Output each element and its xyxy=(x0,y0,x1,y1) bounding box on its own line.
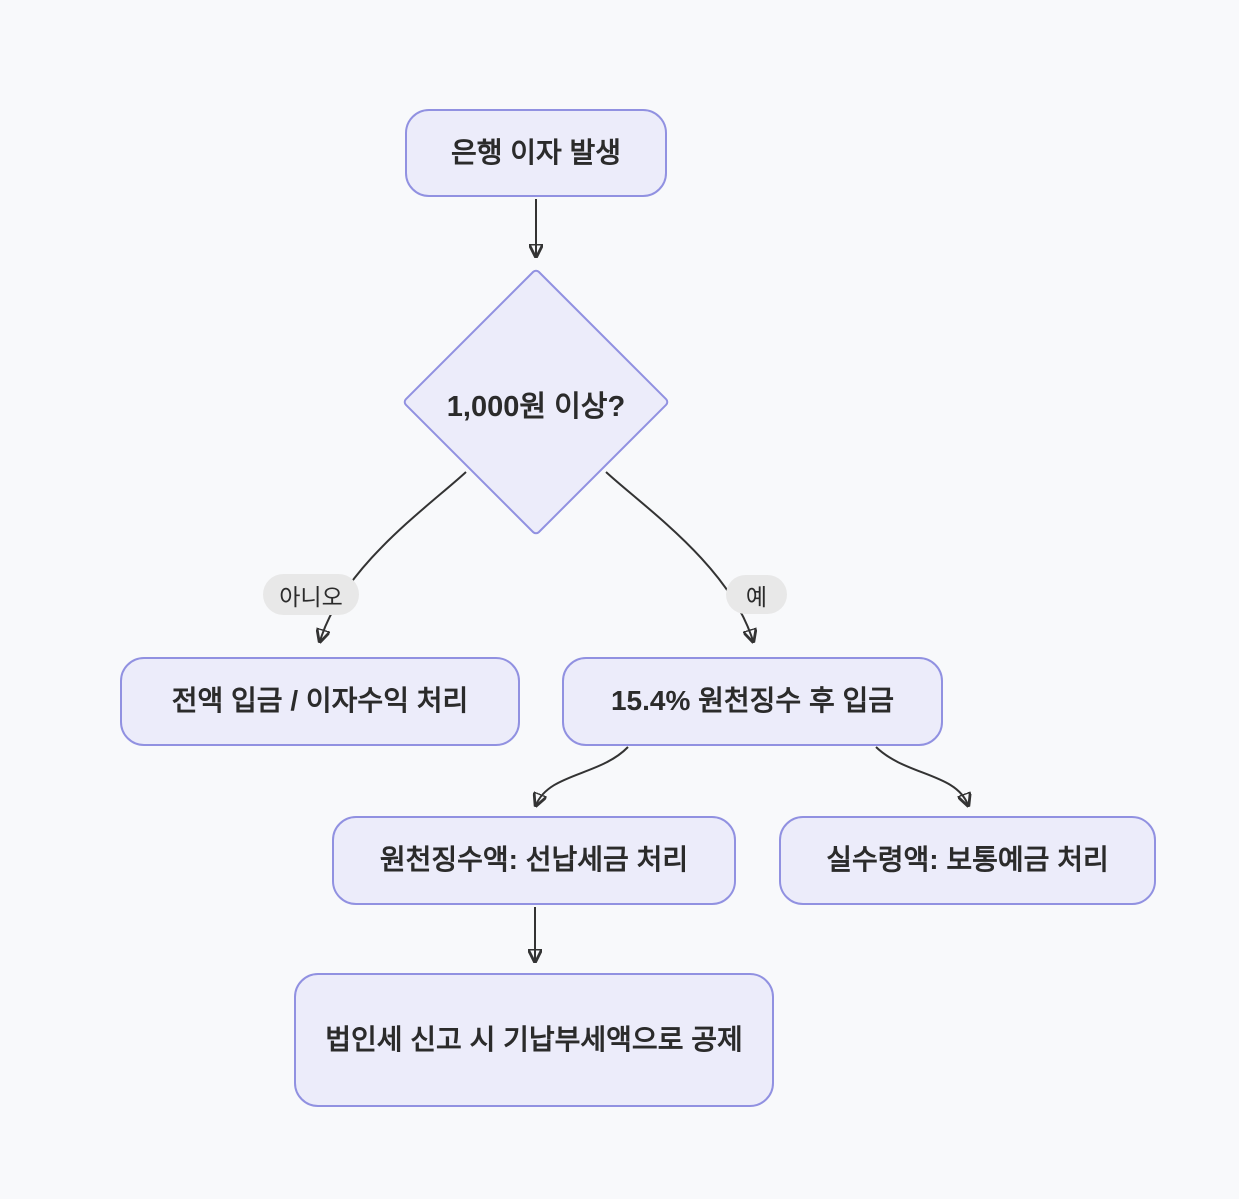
edge-yes-to-withholding xyxy=(536,746,629,805)
node-net-result: 실수령액: 보통예금 처리 xyxy=(779,816,1156,905)
node-decision: 1,000원 이상? xyxy=(446,391,626,423)
node-no-result: 전액 입금 / 이자수익 처리 xyxy=(120,657,520,746)
node-final-note: 법인세 신고 시 기납부세액으로 공제 xyxy=(294,973,774,1107)
edge-label-no: 아니오 xyxy=(263,574,359,615)
edge-yes-to-net xyxy=(875,746,968,805)
node-yes-result: 15.4% 원천징수 후 입금 xyxy=(562,657,943,746)
edge-label-yes: 예 xyxy=(726,575,787,614)
node-start: 은행 이자 발생 xyxy=(405,109,667,197)
edge-decision-to-no xyxy=(320,471,467,641)
node-withholding-result: 원천징수액: 선납세금 처리 xyxy=(332,816,736,905)
edge-decision-to-yes xyxy=(605,471,753,641)
